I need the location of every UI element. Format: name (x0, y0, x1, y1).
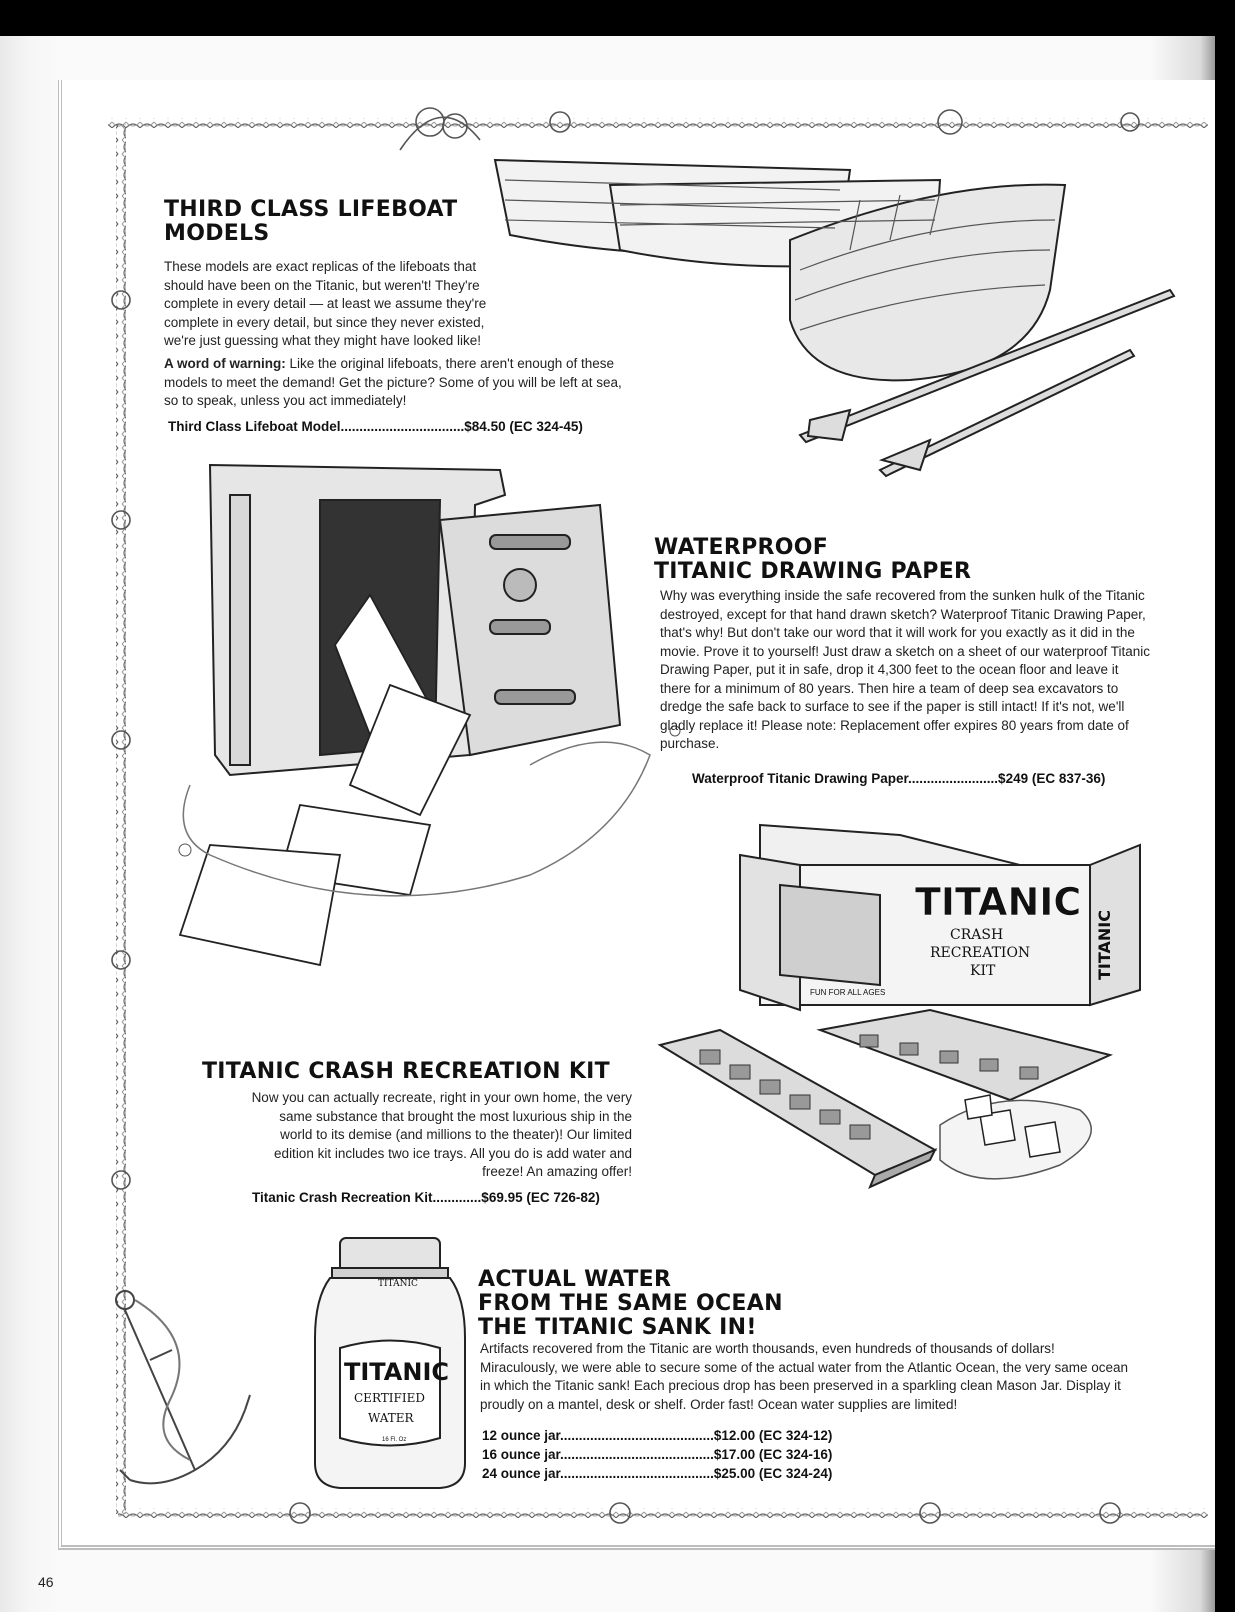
scan-edge (1215, 36, 1235, 1612)
price-24oz: 24 ounce jar............................… (482, 1466, 833, 1481)
lifeboat-price: Third Class Lifeboat Model..............… (168, 419, 583, 434)
price-12oz: 12 ounce jar............................… (482, 1428, 833, 1443)
box-brand-text: TITANIC (915, 880, 1081, 924)
drawing-paper-description: Why was everything inside the safe recov… (660, 588, 1150, 751)
rope-left (116, 124, 126, 1514)
ocean-water-prices: 12 ounce jar............................… (482, 1426, 832, 1483)
page-number: 46 (38, 1574, 54, 1590)
jar-water-text: WATER (368, 1411, 415, 1425)
jar-band-text: TITANIC (378, 1279, 418, 1289)
box-sub1-text: CRASH (950, 927, 1003, 943)
ocean-water-description: Artifacts recovered from the Titanic are… (480, 1341, 1129, 1412)
anchor-illustration (115, 1290, 251, 1485)
jar-certified-text: CERTIFIED (354, 1391, 425, 1405)
lifeboat-description: These models are exact replicas of the l… (164, 259, 487, 348)
crash-kit-title: TITANIC CRASH RECREATION KIT (202, 1059, 610, 1084)
water-jar-illustration: TITANIC TITANIC CERTIFIED WATER 16 Fl. O… (314, 1237, 466, 1489)
box-sub3-text: KIT (970, 963, 996, 979)
price-16oz: 16 ounce jar............................… (482, 1447, 833, 1462)
rope-bottom (118, 1508, 1208, 1518)
jar-volume-text: 16 Fl. Oz (382, 1437, 406, 1443)
ocean-water-title: ACTUAL WATER FROM THE SAME OCEAN THE TIT… (478, 1267, 783, 1340)
lifeboat-warning: A word of warning: Like the original lif… (164, 355, 629, 411)
box-side-text: TITANIC (1095, 910, 1114, 980)
lifeboats-illustration (493, 158, 1176, 478)
rope-top (108, 118, 1208, 128)
safe-illustration (178, 463, 681, 967)
warning-label: A word of warning: (164, 356, 286, 371)
crash-kit-description: Now you can actually recreate, right in … (251, 1090, 632, 1179)
box-sub2-text: RECREATION (930, 945, 1030, 961)
jar-brand-text: TITANIC (344, 1358, 449, 1386)
lifeboat-title: THIRD CLASS LIFEBOAT MODELS (164, 197, 458, 246)
drawing-paper-price: Waterproof Titanic Drawing Paper........… (692, 771, 1106, 786)
crash-kit-illustration: TITANIC CRASH RECREATION KIT TITANIC FUN… (657, 823, 1141, 1189)
box-badge-text: FUN FOR ALL AGES (810, 988, 885, 997)
crash-kit-price: Titanic Crash Recreation Kit............… (252, 1190, 600, 1205)
drawing-paper-title: WATERPROOF TITANIC DRAWING PAPER (654, 535, 972, 584)
warning-text: Like the original lifeboats, there aren'… (164, 356, 622, 408)
